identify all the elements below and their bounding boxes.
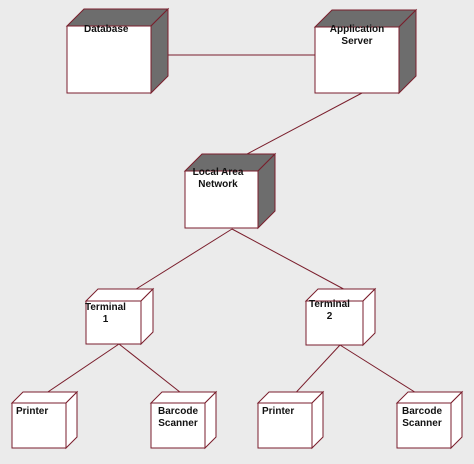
node-barcode-scanner-1[interactable] <box>149 390 218 450</box>
terminal-1-label: Terminal 1 <box>85 302 126 325</box>
node-front-face <box>184 170 259 229</box>
connector-local-area-network-to-terminal-2 <box>231 228 352 294</box>
node-front-face <box>150 402 206 449</box>
local-area-network-label: Local Area Network <box>192 167 244 190</box>
node-terminal-1[interactable] <box>84 287 155 346</box>
application-server-label: Application Server <box>329 24 385 47</box>
connector-local-area-network-to-terminal-1 <box>132 228 233 292</box>
node-front-face <box>66 25 152 94</box>
barcode-scanner-2-label: Barcode Scanner <box>401 406 443 429</box>
connector-terminal-1-to-barcode-scanner-1 <box>118 343 191 401</box>
connector-terminal-2-to-printer-2 <box>288 344 341 401</box>
node-front-face <box>257 402 313 449</box>
node-front-face <box>396 402 452 449</box>
terminal-2-label: Terminal 2 <box>309 299 350 322</box>
printer-1-label: Printer <box>16 406 49 417</box>
node-local-area-network[interactable] <box>183 152 277 230</box>
node-printer-1[interactable] <box>10 390 79 450</box>
node-front-face <box>314 26 400 94</box>
barcode-scanner-1-label: Barcode Scanner <box>157 406 199 429</box>
node-front-face <box>85 300 142 345</box>
nodes <box>10 7 464 450</box>
node-application-server[interactable] <box>313 8 418 95</box>
node-terminal-2[interactable] <box>304 287 377 347</box>
node-front-face <box>11 402 67 449</box>
node-database[interactable] <box>65 7 170 95</box>
node-front-face <box>305 300 364 346</box>
database-label: Database <box>84 24 129 35</box>
connector-application-server-to-local-area-network <box>231 92 363 163</box>
connections <box>32 54 430 403</box>
node-barcode-scanner-2[interactable] <box>395 390 464 450</box>
node-printer-2[interactable] <box>256 390 325 450</box>
printer-2-label: Printer <box>262 406 295 417</box>
